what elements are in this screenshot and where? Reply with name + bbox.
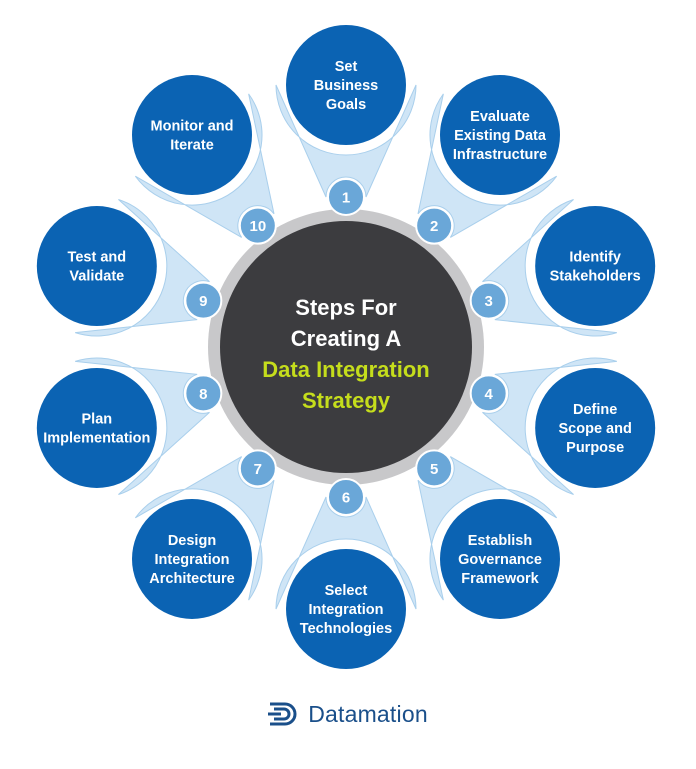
badge-circle: [469, 281, 508, 320]
center-hub: Steps For Creating A Data Integration St…: [208, 209, 484, 485]
step-halo-9: [75, 198, 210, 337]
step-label-line: Plan: [82, 411, 113, 427]
badge-circle: [327, 178, 365, 216]
step-halo-4: [482, 357, 617, 496]
step-circle-7: [132, 498, 253, 619]
badge-number: 7: [254, 461, 262, 478]
badge-number: 8: [199, 386, 207, 403]
step-label-line: Evaluate: [470, 109, 530, 125]
badge-circle: [238, 206, 277, 245]
center-title-line2: Creating A: [291, 326, 402, 351]
step-label-line: Integration: [309, 602, 384, 618]
step-circle-1: [286, 25, 406, 145]
step-halo-2: [417, 93, 558, 238]
badge-circle: [238, 449, 277, 488]
datamation-logo-icon: [268, 702, 297, 726]
step-label-line: Governance: [458, 552, 542, 568]
brand-footer: Datamation: [0, 697, 696, 731]
step-label-line: Existing Data: [454, 128, 547, 144]
step-halo-1: [275, 84, 417, 198]
center-title-line3: Data Integration: [262, 357, 429, 382]
step-label-line: Iterate: [170, 138, 214, 154]
step-badge-10: 10: [238, 206, 277, 245]
step-badge-1: 1: [327, 178, 365, 216]
badge-circle: [184, 281, 223, 320]
badge-number: 3: [484, 293, 492, 310]
badge-number: 10: [249, 218, 266, 235]
step-circle-2: [439, 75, 560, 196]
step-label-line: Infrastructure: [453, 147, 547, 163]
step-halo-8: [75, 357, 210, 496]
badge-number: 4: [484, 386, 493, 403]
step-label-line: Identify: [569, 250, 621, 266]
step-badge-4: 4: [469, 374, 508, 413]
step-label-line: Scope and: [559, 421, 632, 437]
step-badge-6: 6: [327, 478, 365, 516]
step-circle-10: [132, 75, 253, 196]
brand-name: Datamation: [308, 700, 428, 727]
step-halo-10: [134, 93, 275, 238]
step-halo-3: [482, 198, 617, 337]
step-label-line: Define: [573, 402, 617, 418]
step-label-line: Test and: [68, 250, 127, 266]
step-label-line: Business: [314, 78, 378, 94]
step-halo-6: [275, 496, 417, 610]
step-label-line: Purpose: [566, 440, 624, 456]
step-label-line: Integration: [155, 552, 230, 568]
badge-number: 9: [199, 293, 207, 310]
steps-diagram: Steps For Creating A Data Integration St…: [36, 25, 656, 669]
step-circle-6: [286, 549, 406, 669]
badge-circle: [415, 449, 454, 488]
badge-number: 6: [342, 490, 350, 507]
step-label-line: Set: [335, 59, 358, 75]
step-circle-4: [535, 367, 656, 488]
step-label-line: Design: [168, 533, 216, 549]
step-label-line: Architecture: [149, 571, 234, 587]
step-label-line: Validate: [69, 269, 124, 285]
step-circle-9: [36, 206, 157, 327]
center-title-line4: Strategy: [302, 388, 391, 413]
step-badge-9: 9: [184, 281, 223, 320]
center-disc: [220, 221, 472, 473]
step-label-line: Select: [325, 583, 368, 599]
center-title-line1: Steps For: [295, 295, 397, 320]
badge-number: 5: [430, 461, 438, 478]
badge-circle: [469, 374, 508, 413]
step-circle-5: [439, 498, 560, 619]
step-label-line: Monitor and: [151, 119, 234, 135]
badge-number: 1: [342, 190, 350, 207]
step-label-line: Goals: [326, 97, 366, 113]
step-label-line: Implementation: [43, 430, 150, 446]
step-circle-8: [36, 367, 157, 488]
step-badge-2: 2: [415, 206, 454, 245]
step-badge-8: 8: [184, 374, 223, 413]
step-circle-3: [535, 206, 656, 327]
badge-number: 2: [430, 218, 438, 235]
halo-layer: [75, 84, 617, 610]
step-halo-5: [417, 456, 558, 601]
step-badge-7: 7: [238, 449, 277, 488]
step-label-line: Technologies: [300, 621, 392, 637]
badge-circle: [415, 206, 454, 245]
step-badge-5: 5: [415, 449, 454, 488]
step-label-line: Stakeholders: [550, 269, 641, 285]
step-label-line: Framework: [461, 571, 539, 587]
badge-circle: [327, 478, 365, 516]
step-halo-7: [134, 456, 275, 601]
step-badge-3: 3: [469, 281, 508, 320]
step-label-line: Establish: [468, 533, 532, 549]
badge-circle: [184, 374, 223, 413]
